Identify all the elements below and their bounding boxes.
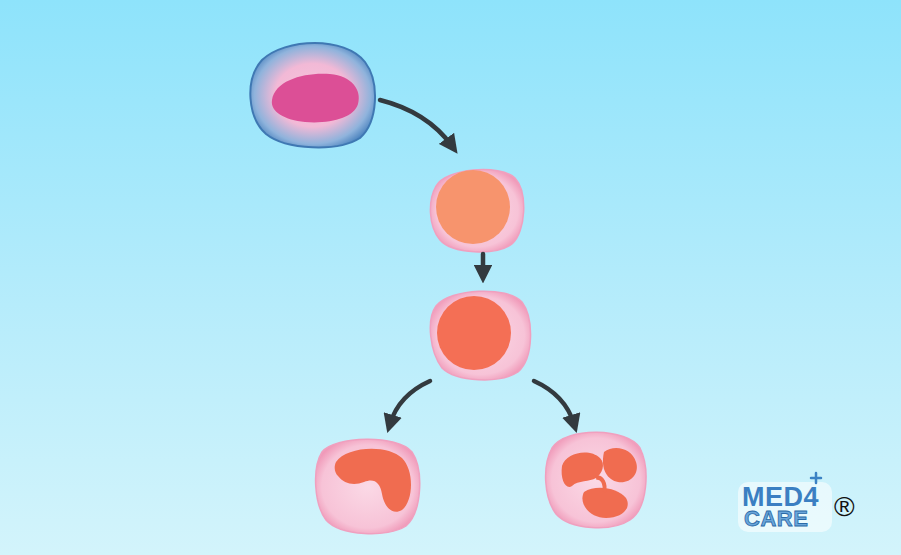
intermediate-cell <box>430 291 530 380</box>
registered-mark-box: ® <box>834 493 855 521</box>
blast-cell <box>250 43 375 147</box>
logo-text-box: MED4 <box>742 484 819 511</box>
band-cell <box>316 439 420 533</box>
differentiation-arrows <box>380 100 574 424</box>
segmented-cell <box>546 432 646 527</box>
logo-text: CARE <box>744 508 808 530</box>
registered-mark: ® <box>834 493 855 521</box>
logo-backing <box>738 473 832 532</box>
logo-text: MED4 <box>742 484 819 511</box>
progenitor-cell <box>430 170 523 252</box>
logo-text-box: CARE <box>744 508 808 530</box>
